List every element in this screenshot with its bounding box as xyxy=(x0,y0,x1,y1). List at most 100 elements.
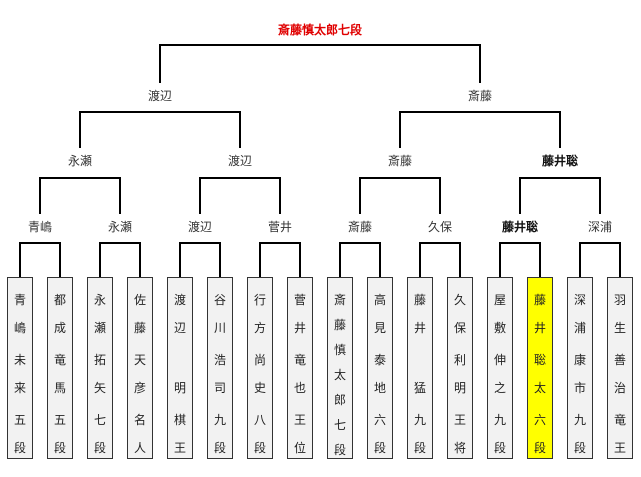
player-char: 王 xyxy=(173,441,186,455)
player-char: 嶋 xyxy=(13,321,26,335)
player-char: 拓 xyxy=(93,353,106,367)
player-char: 明 xyxy=(453,381,466,395)
player-char: 段 xyxy=(93,441,106,455)
player-card-6: 行方尚史八段 xyxy=(247,277,273,459)
player-char: 史 xyxy=(253,381,266,395)
semifinal-label-left: 渡辺 xyxy=(147,89,173,103)
player-char: 名 xyxy=(133,413,146,427)
player-char: 司 xyxy=(213,381,226,395)
player-char: 谷 xyxy=(213,293,226,307)
player-char: 段 xyxy=(213,441,226,455)
player-char: 八 xyxy=(253,413,266,427)
player-char: 斎 xyxy=(333,293,346,307)
player-char: 藤 xyxy=(533,293,546,307)
player-char: 藤 xyxy=(413,293,426,307)
player-char: 将 xyxy=(453,441,466,455)
player-char: 段 xyxy=(333,443,346,457)
champion-label: 斎藤慎太郎七段 xyxy=(277,23,363,37)
quarterfinal-label-3: 斎藤 xyxy=(387,154,413,168)
player-card-15: 羽生善治竜王 xyxy=(607,277,633,459)
player-char: 段 xyxy=(573,441,586,455)
player-char: 九 xyxy=(573,413,586,427)
player-char: 都 xyxy=(53,293,66,307)
player-char: 辺 xyxy=(173,321,186,335)
player-char: 竜 xyxy=(293,353,306,367)
player-char: 馬 xyxy=(53,381,66,395)
player-char: 保 xyxy=(453,321,466,335)
player-char: 彦 xyxy=(133,381,146,395)
player-card-7: 菅井竜也王位 xyxy=(287,277,313,459)
player-card-12: 屋敷伸之九段 xyxy=(487,277,513,459)
player-char: 王 xyxy=(293,413,306,427)
player-char: 竜 xyxy=(53,353,66,367)
player-card-0: 青嶋未来五段 xyxy=(7,277,33,459)
player-card-10: 藤井猛九段 xyxy=(407,277,433,459)
player-char: 人 xyxy=(133,441,146,455)
round1-label-7: 藤井聡 xyxy=(501,220,539,234)
player-char: 行 xyxy=(253,293,266,307)
player-char: 永 xyxy=(93,293,106,307)
player-char: 位 xyxy=(293,441,306,455)
player-char: 太 xyxy=(333,368,346,382)
player-char: 井 xyxy=(293,321,306,335)
player-char: 尚 xyxy=(253,353,266,367)
player-char: 見 xyxy=(373,321,386,335)
player-char: 王 xyxy=(613,441,626,455)
player-char: 佐 xyxy=(133,293,146,307)
player-card-4: 渡辺明棋王 xyxy=(167,277,193,459)
player-char: 九 xyxy=(213,413,226,427)
player-card-8: 斎藤慎太郎七段 xyxy=(327,277,353,459)
player-char: 七 xyxy=(93,413,106,427)
player-char: 段 xyxy=(493,441,506,455)
player-char: 方 xyxy=(253,321,266,335)
player-char: 伸 xyxy=(493,353,506,367)
player-char: 聡 xyxy=(533,353,546,367)
player-char: 王 xyxy=(453,413,466,427)
quarterfinal-label-1: 永瀬 xyxy=(67,154,93,168)
round1-label-4: 菅井 xyxy=(267,220,293,234)
player-card-11: 久保利明王将 xyxy=(447,277,473,459)
player-char: 井 xyxy=(413,321,426,335)
player-char: 太 xyxy=(533,381,546,395)
player-char: 浩 xyxy=(213,353,226,367)
player-card-13: 藤井聡太六段 xyxy=(527,277,553,459)
round1-label-3: 渡辺 xyxy=(187,220,213,234)
player-char: 来 xyxy=(13,381,26,395)
player-char: 天 xyxy=(133,353,146,367)
player-char: 七 xyxy=(333,418,346,432)
player-char: 藤 xyxy=(133,321,146,335)
semifinal-label-right: 斎藤 xyxy=(467,89,493,103)
player-char: 久 xyxy=(453,293,466,307)
player-char: 段 xyxy=(253,441,266,455)
player-char: 善 xyxy=(613,353,626,367)
player-card-14: 深浦康市九段 xyxy=(567,277,593,459)
player-char: 地 xyxy=(373,381,386,395)
player-char: 深 xyxy=(573,293,586,307)
player-char: 六 xyxy=(373,413,386,427)
player-char: 竜 xyxy=(613,413,626,427)
player-card-1: 都成竜馬五段 xyxy=(47,277,73,459)
player-card-2: 永瀬拓矢七段 xyxy=(87,277,113,459)
player-char: 川 xyxy=(213,321,226,335)
player-char: 未 xyxy=(13,353,26,367)
player-char: 棋 xyxy=(173,413,186,427)
player-char: 瀬 xyxy=(93,321,106,335)
player-card-9: 高見泰地六段 xyxy=(367,277,393,459)
player-char: 段 xyxy=(413,441,426,455)
player-char: 青 xyxy=(13,293,26,307)
player-char: 敷 xyxy=(493,321,506,335)
player-char: 羽 xyxy=(613,293,626,307)
player-char: 段 xyxy=(53,441,66,455)
player-char: 五 xyxy=(13,413,26,427)
player-char: 也 xyxy=(293,381,306,395)
player-char: 六 xyxy=(533,413,546,427)
player-char: 段 xyxy=(533,441,546,455)
player-char: 屋 xyxy=(493,293,506,307)
player-char: 菅 xyxy=(293,293,306,307)
round1-label-8: 深浦 xyxy=(587,220,613,234)
player-char: 段 xyxy=(13,441,26,455)
player-char: 康 xyxy=(573,353,586,367)
round1-label-6: 久保 xyxy=(427,220,453,234)
round1-label-5: 斎藤 xyxy=(347,220,373,234)
